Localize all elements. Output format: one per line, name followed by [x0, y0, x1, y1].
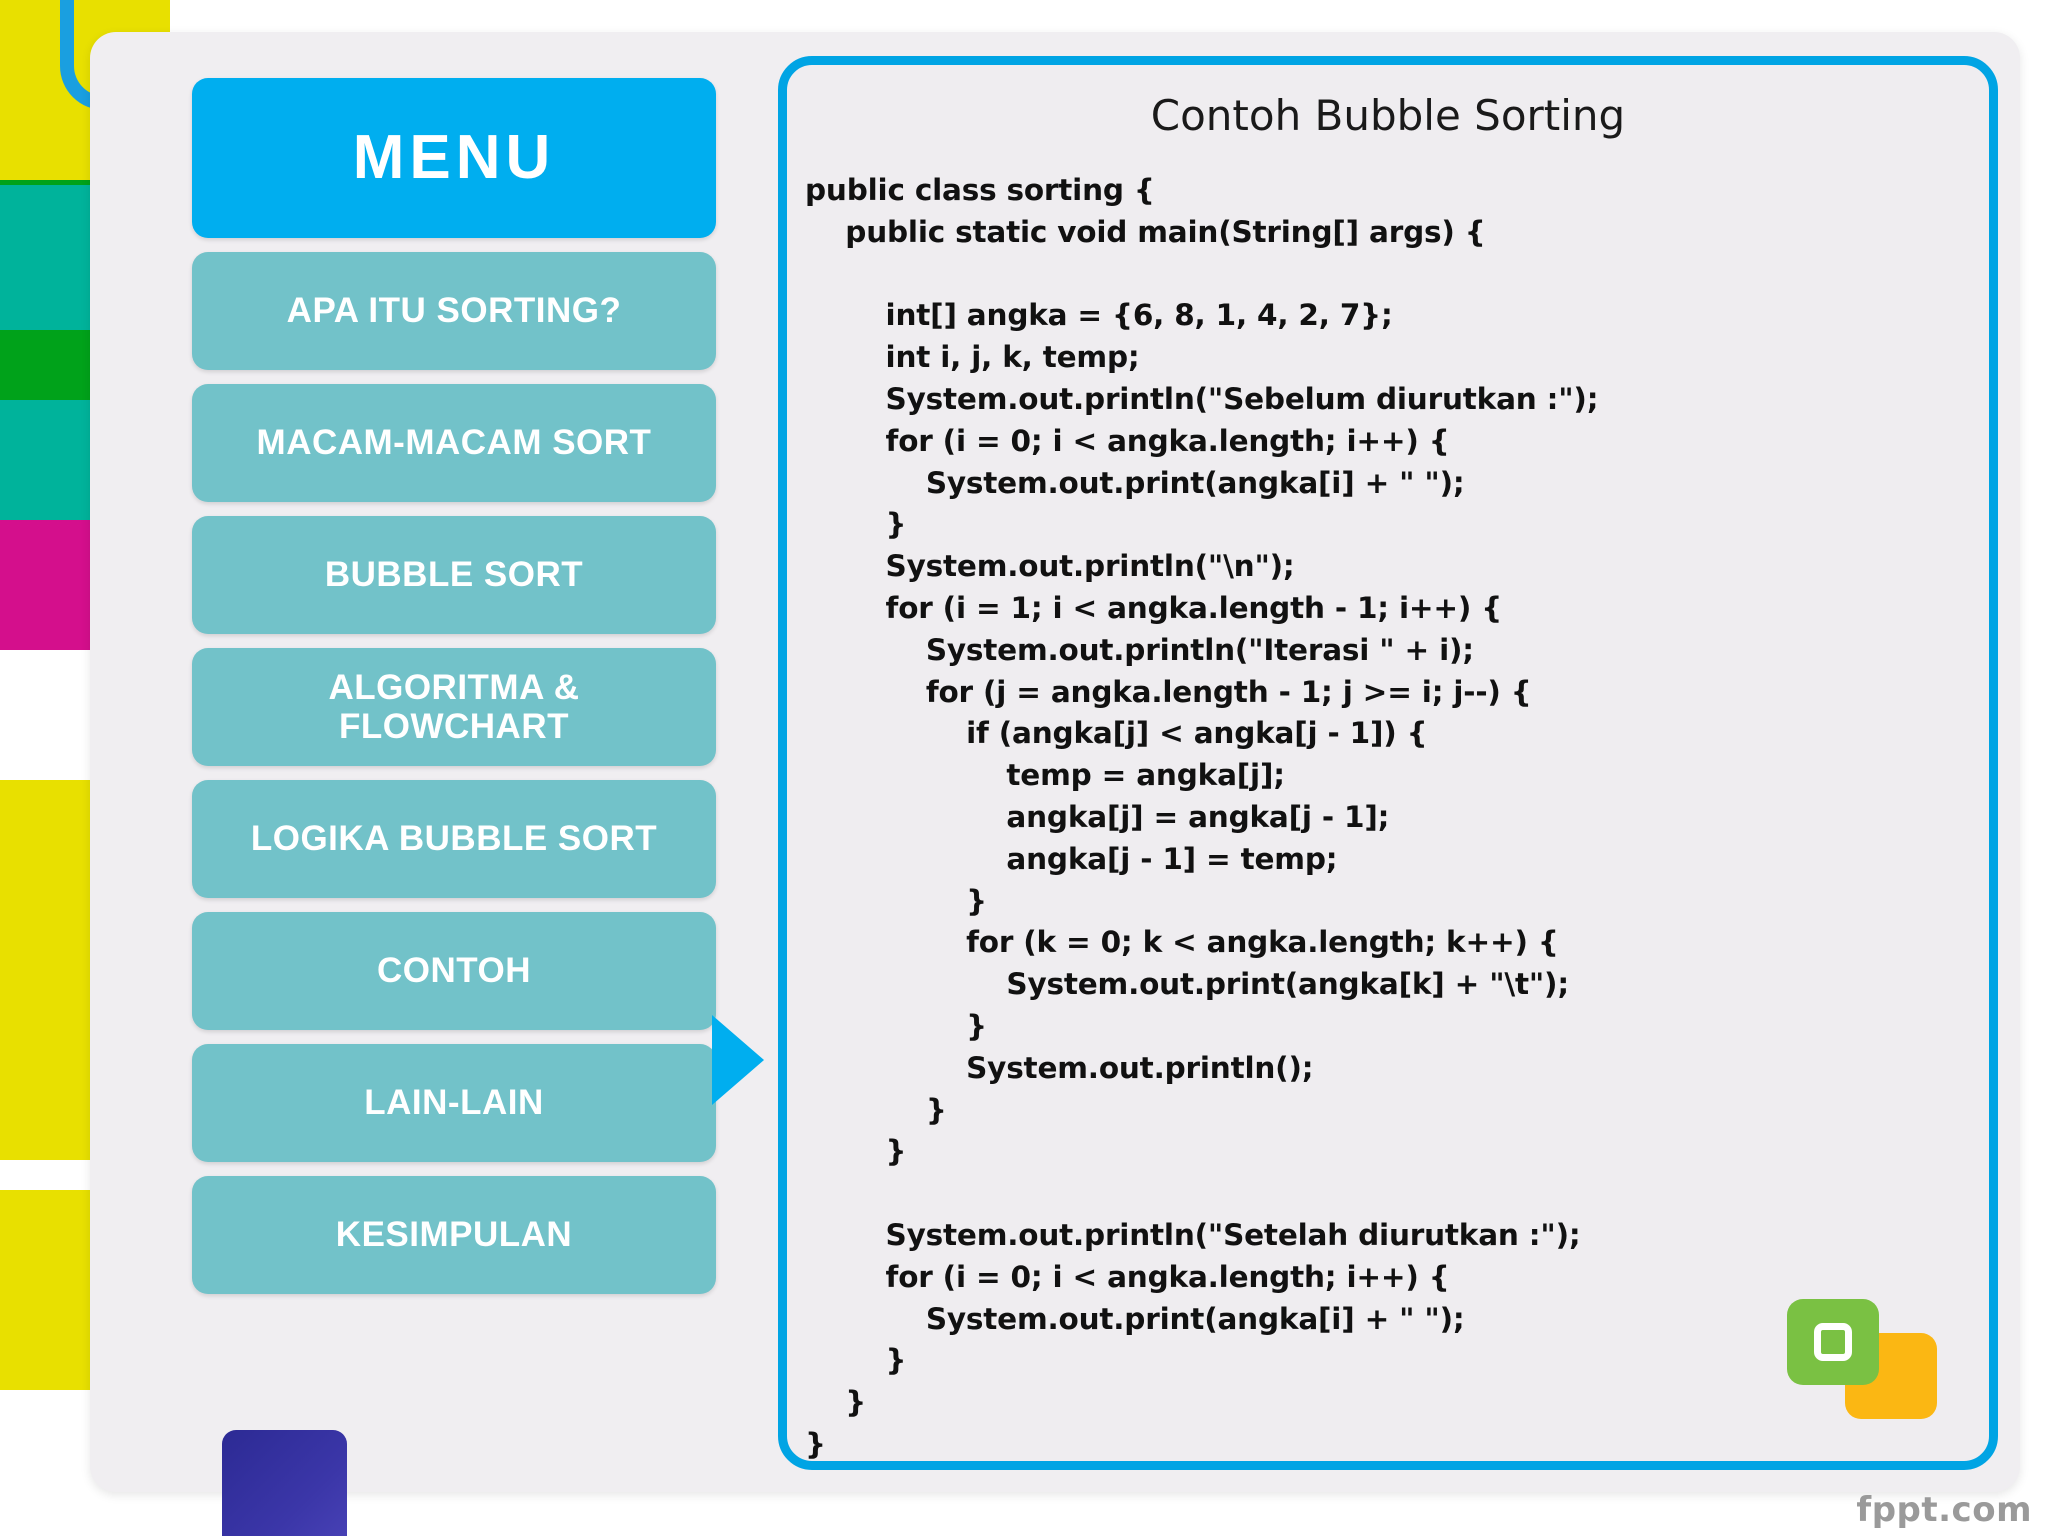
code-line: System.out.println("\n"); [805, 549, 1295, 584]
sidebar-item-contoh[interactable]: CONTOH [192, 912, 716, 1030]
code-line: System.out.println("Iterasi " + i); [805, 632, 1474, 667]
sidebar-title: MENU [192, 78, 716, 238]
code-line: System.out.println("Setelah diurutkan :"… [805, 1217, 1581, 1252]
code-line [805, 254, 1989, 296]
code-line: public class sorting { [805, 173, 1155, 207]
code-line: int[] angka = {6, 8, 1, 4, 2, 7}; [805, 298, 1393, 333]
code-line: } [805, 507, 907, 542]
sidebar-item-lain-lain[interactable]: LAIN-LAIN [192, 1044, 716, 1162]
code-line: } [805, 1385, 867, 1420]
sidebar-menu: MENU APA ITU SORTING? MACAM-MACAM SORT B… [192, 78, 716, 1308]
code-line: public static void main(String[] args) { [805, 214, 1486, 249]
code-line: int i, j, k, temp; [805, 340, 1140, 375]
code-line: System.out.println(); [805, 1050, 1314, 1085]
code-line: System.out.println("Sebelum diurutkan :"… [805, 381, 1599, 416]
code-line: System.out.print(angka[i] + " "); [805, 1301, 1465, 1336]
code-line: } [805, 883, 987, 918]
code-line: } [805, 1426, 826, 1461]
code-line: for (i = 0; i < angka.length; i++) { [805, 1259, 1450, 1294]
code-listing: public class sorting { public static voi… [805, 170, 1989, 1461]
code-line: if (angka[j] < angka[j - 1]) { [805, 716, 1428, 751]
decoration-navy-square [222, 1430, 347, 1536]
code-line: } [805, 1008, 987, 1043]
code-line [805, 1173, 1989, 1215]
sidebar-item-logika-bubble-sort[interactable]: LOGIKA BUBBLE SORT [192, 780, 716, 898]
sidebar-item-algoritma-flowchart[interactable]: ALGORITMA & FLOWCHART [192, 648, 716, 766]
code-line: for (i = 0; i < angka.length; i++) { [805, 423, 1450, 458]
sidebar-item-macam-macam-sort[interactable]: MACAM-MACAM SORT [192, 384, 716, 502]
code-line: } [805, 1343, 907, 1378]
sidebar-item-kesimpulan[interactable]: KESIMPULAN [192, 1176, 716, 1294]
code-line: for (i = 1; i < angka.length - 1; i++) { [805, 590, 1503, 625]
logo-green-square-icon [1787, 1299, 1879, 1385]
code-line: angka[j] = angka[j - 1]; [805, 799, 1390, 834]
code-line: } [805, 1134, 907, 1169]
watermark-fppt: fppt.com [1856, 1490, 2032, 1530]
active-item-pointer-arrow-icon [712, 1015, 764, 1105]
sidebar-item-apa-itu-sorting[interactable]: APA ITU SORTING? [192, 252, 716, 370]
fppt-logo [1787, 1299, 1937, 1419]
code-line: for (k = 0; k < angka.length; k++) { [805, 925, 1559, 960]
content-panel: Contoh Bubble Sorting public class sorti… [778, 56, 1998, 1470]
content-title: Contoh Bubble Sorting [1150, 91, 1626, 140]
code-line: for (j = angka.length - 1; j >= i; j--) … [805, 674, 1532, 709]
code-line: System.out.print(angka[k] + "\t"); [805, 967, 1569, 1002]
code-line: } [805, 1092, 947, 1127]
code-line: System.out.print(angka[i] + " "); [805, 465, 1465, 500]
code-line: temp = angka[j]; [805, 758, 1285, 793]
logo-inner-square-icon [1814, 1323, 1852, 1361]
code-line: angka[j - 1] = temp; [805, 841, 1338, 876]
sidebar-item-bubble-sort[interactable]: BUBBLE SORT [192, 516, 716, 634]
